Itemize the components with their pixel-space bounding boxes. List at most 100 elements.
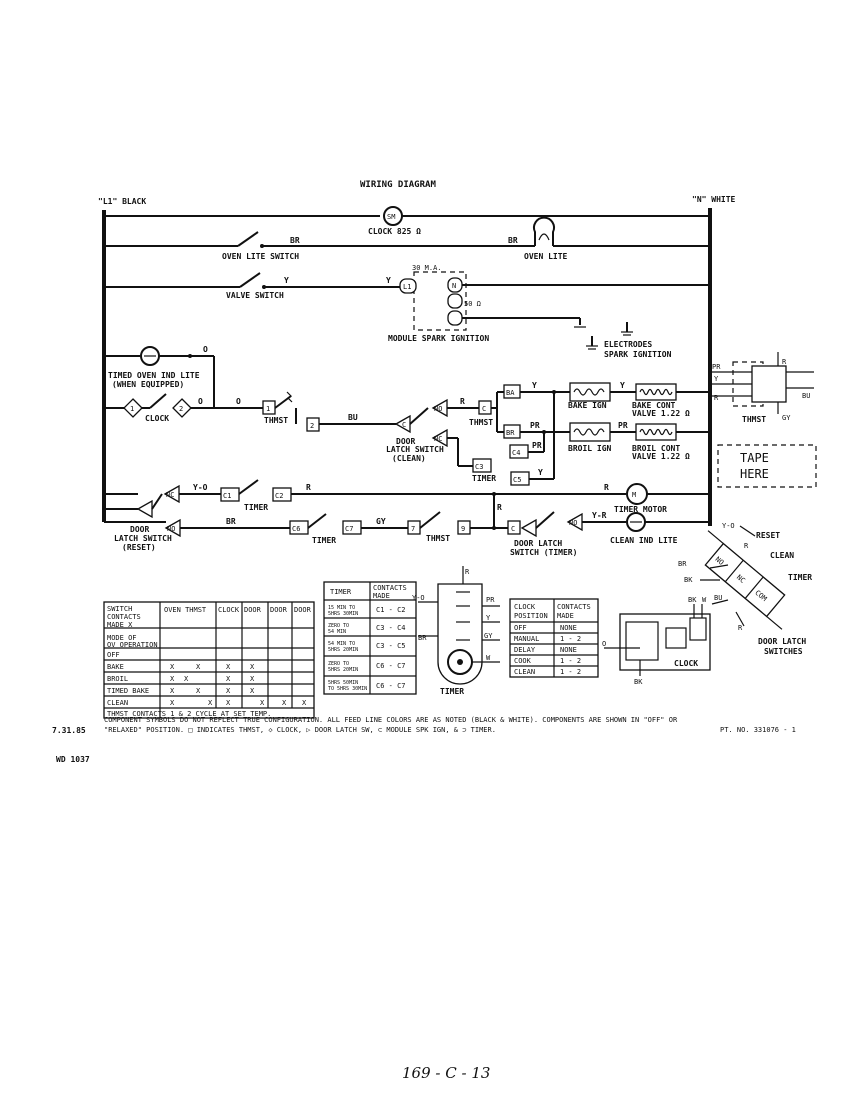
timer-table: TIMER CONTACTS MADE 15 MIN TO 5HRS 30MIN… — [323, 581, 417, 695]
tape-here-box — [717, 444, 817, 488]
clock-schematic: O BK W BK CLOCK — [602, 596, 711, 686]
thmst-wire-y: Y — [714, 375, 719, 383]
broil-valve-label-1: BROIL CONT — [632, 444, 680, 453]
svg-text:CONTACTS: CONTACTS — [557, 603, 591, 611]
term-no-3: NO — [569, 519, 577, 527]
dl-wire-bk: BK — [684, 576, 693, 584]
svg-text:X: X — [250, 675, 255, 683]
term-c2: C2 — [275, 492, 283, 500]
wire-r-4: R — [497, 503, 502, 512]
svg-text:X: X — [250, 687, 255, 695]
wire-gy-1: GY — [376, 517, 386, 526]
thmst-wire-gy: GY — [782, 414, 791, 422]
svg-text:SM: SM — [387, 213, 395, 221]
svg-text:X: X — [302, 699, 307, 707]
svg-text:X: X — [170, 699, 175, 707]
dl-wire-r2: R — [738, 624, 743, 632]
tt-r2: C3 - C4 — [376, 624, 406, 632]
svg-text:5HRS 50MIN: 5HRS 50MIN — [328, 680, 358, 686]
ma-label: 30 M.A. — [412, 264, 442, 272]
svg-text:DOOR: DOOR — [270, 606, 288, 614]
part-number: PT. NO. 331076 - 1 — [720, 726, 796, 734]
svg-text:X: X — [282, 699, 287, 707]
svg-text:MADE X: MADE X — [107, 621, 133, 629]
wire-br-2: BR — [508, 236, 518, 245]
module-spark-label: MODULE SPARK IGNITION — [388, 334, 489, 343]
timer-label-2: TIMER — [244, 503, 268, 512]
svg-text:X: X — [208, 699, 213, 707]
st-off: OFF — [107, 651, 120, 659]
bake-valve-label-1: BAKE CONT — [632, 401, 676, 410]
ct-r1-b: 1 - 2 — [560, 635, 581, 643]
wire-o-1: O — [203, 345, 208, 354]
door-latch-timer-c-icon — [520, 518, 537, 538]
bake-valve-label-2: VALVE 1.22 Ω — [632, 409, 690, 418]
door-latch-switches-label-2: SWITCHES — [764, 647, 803, 656]
svg-text:CONTACTS: CONTACTS — [373, 584, 407, 592]
cs-wire-w: W — [702, 596, 707, 604]
thmst-wire-r2: R — [782, 358, 787, 366]
svg-text:X: X — [226, 675, 231, 683]
thmst-detail-label: THMST — [742, 415, 766, 424]
wire-br-1: BR — [290, 236, 300, 245]
svg-text:MADE: MADE — [557, 612, 574, 620]
dl-wire-br: BR — [678, 560, 687, 568]
svg-text:SWITCH: SWITCH — [107, 605, 132, 613]
svg-text:54 MIN: 54 MIN — [328, 629, 346, 635]
ct-r2-b: NONE — [560, 646, 577, 654]
bake-ign-label: BAKE IGN — [568, 401, 607, 410]
thmst-label-2: THMST — [469, 418, 493, 427]
term-2: 2 — [310, 422, 314, 430]
thmst-label-1: THMST — [264, 416, 288, 425]
svg-text:X: X — [250, 663, 255, 671]
term-no-1: NO — [434, 405, 442, 413]
ct-r1-a: MANUAL — [514, 635, 539, 643]
ct-r3-b: 1 - 2 — [560, 657, 581, 665]
svg-text:DOOR: DOOR — [294, 606, 312, 614]
ts-wire-w: W — [486, 654, 491, 662]
wire-pr-3: PR — [618, 421, 628, 430]
dl-wire-r1: R — [744, 542, 749, 550]
svg-text:5HRS 20MIN: 5HRS 20MIN — [328, 667, 358, 673]
wire-o-3: O — [236, 397, 241, 406]
tape-label-2: HERE — [740, 467, 769, 481]
term-c-2: C — [511, 525, 515, 533]
svg-text:X: X — [196, 663, 201, 671]
note-line-2: "RELAXED" POSITION. □ INDICATES THMST, ◇… — [104, 726, 496, 734]
svg-text:TO 5HRS 30MIN: TO 5HRS 30MIN — [328, 686, 367, 692]
term-n: N — [452, 282, 456, 290]
tape-label-1: TAPE — [740, 451, 769, 465]
dl-wire-bu: BU — [714, 594, 722, 602]
thmst-wire-bu: BU — [802, 392, 810, 400]
ct-r2-a: DELAY — [514, 646, 536, 654]
door-latch-reset-label-1: DOOR — [130, 525, 149, 534]
date-note: 7.31.85 — [52, 726, 86, 735]
term-ba: BA — [506, 389, 515, 397]
svg-text:X: X — [226, 699, 231, 707]
clock-label: CLOCK — [145, 414, 169, 423]
wire-r-3: R — [604, 483, 609, 492]
svg-text:MODE OF: MODE OF — [107, 634, 137, 642]
door-latch-switches-label-1: DOOR LATCH — [758, 637, 806, 646]
timed-oven-label-2: (WHEN EQUIPPED) — [112, 380, 184, 389]
oven-lite-switch-label: OVEN LITE SWITCH — [222, 252, 299, 261]
handwritten-note: 169 - C - 13 — [402, 1064, 490, 1082]
svg-text:15 MIN TO: 15 MIN TO — [328, 605, 355, 611]
timer-motor-label: TIMER MOTOR — [614, 505, 667, 514]
door-latch-clean-label-2: LATCH SWITCH — [386, 445, 444, 454]
term-c4: C4 — [512, 449, 520, 457]
wire-r-1: R — [460, 397, 465, 406]
diagram-title: WIRING DIAGRAM — [360, 180, 436, 190]
term-1: 1 — [266, 405, 270, 413]
ts-wire-br: BR — [418, 634, 427, 642]
door-latch-reset-label-2: LATCH SWITCH — [114, 534, 172, 543]
wire-y-5: Y — [620, 381, 625, 390]
ct-r3-a: COOK — [514, 657, 532, 665]
svg-text:X: X — [170, 687, 175, 695]
term-c-1: C — [482, 405, 486, 413]
note-line-1: COMPONENT SYMBOLS DO NOT REFLECT TRUE CO… — [104, 716, 678, 724]
st-footer: THMST CONTACTS 1 & 2 CYCLE AT SET TEMP. — [107, 710, 271, 718]
cs-wire-bk2: BK — [634, 678, 643, 686]
term-no-2: NO — [167, 525, 175, 533]
